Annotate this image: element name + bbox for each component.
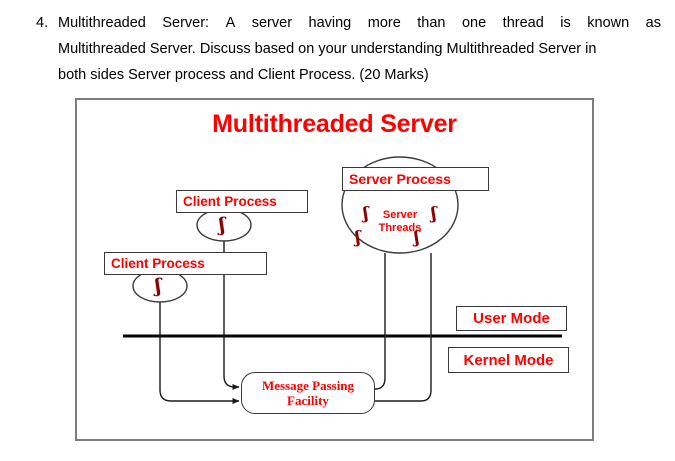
question-line-2: Multithreaded Server. Discuss based on y… bbox=[58, 41, 597, 57]
multithreaded-server-diagram: Multithreaded Server Server Process Clie… bbox=[75, 98, 594, 441]
connector-client-bottom-to-mpf bbox=[159, 301, 240, 404]
client-process-box-bottom: Client Process bbox=[104, 252, 267, 275]
server-threads-ellipse bbox=[341, 156, 459, 254]
q1-word: having bbox=[308, 15, 352, 31]
q1-word: more bbox=[367, 15, 401, 31]
mpf-line-2: Facility bbox=[287, 393, 329, 408]
q1-word: is bbox=[560, 15, 571, 31]
q1-word: server bbox=[251, 15, 293, 31]
q1-word: thread bbox=[502, 15, 544, 31]
q1-word: Server: bbox=[162, 15, 210, 31]
message-passing-facility-box: Message Passing Facility bbox=[241, 372, 375, 414]
q1-word: Multithreaded bbox=[58, 15, 146, 31]
connector-client-top-to-mpf bbox=[223, 213, 240, 390]
q1-word: known bbox=[587, 15, 630, 31]
q1-word: than bbox=[417, 15, 446, 31]
connector-server-to-mpf-right-leg bbox=[375, 253, 432, 402]
question-line-3: both sides Server process and Client Pro… bbox=[58, 67, 429, 83]
question-block: 4. Multithreaded Server: A server having… bbox=[36, 10, 661, 88]
thread-glyph-server-2: ʃ bbox=[431, 204, 437, 224]
server-threads-line-1: Server bbox=[382, 209, 418, 221]
server-process-box: Server Process bbox=[342, 167, 489, 191]
diagram-connectors bbox=[123, 156, 562, 404]
user-mode-box: User Mode bbox=[456, 306, 567, 331]
question-line-1: Multithreaded Server: A server having mo… bbox=[58, 10, 661, 36]
thread-glyph-server-4: ʃ bbox=[414, 228, 420, 248]
thread-glyph-server-1: ʃ bbox=[363, 204, 369, 224]
client-process-box-top: Client Process bbox=[176, 190, 308, 213]
question-row: 4. Multithreaded Server: A server having… bbox=[36, 10, 661, 88]
question-number: 4. bbox=[36, 15, 49, 31]
thread-glyph-client-top: ʃ bbox=[219, 214, 226, 236]
q1-word: as bbox=[645, 15, 661, 31]
q1-word: one bbox=[461, 15, 487, 31]
kernel-mode-box: Kernel Mode bbox=[448, 347, 569, 373]
q1-word: A bbox=[225, 15, 236, 31]
server-threads-line-2: Threads bbox=[378, 221, 422, 234]
mpf-line-1: Message Passing bbox=[261, 378, 355, 393]
server-threads-label: Server Threads bbox=[364, 209, 436, 234]
question-text: Multithreaded Server: A server having mo… bbox=[58, 10, 661, 88]
connector-server-to-mpf-left-leg bbox=[374, 253, 386, 390]
thread-glyph-server-3: ʃ bbox=[355, 228, 361, 248]
diagram-title: Multithreaded Server bbox=[212, 110, 457, 138]
thread-glyph-client-bottom: ʃ bbox=[155, 275, 162, 297]
